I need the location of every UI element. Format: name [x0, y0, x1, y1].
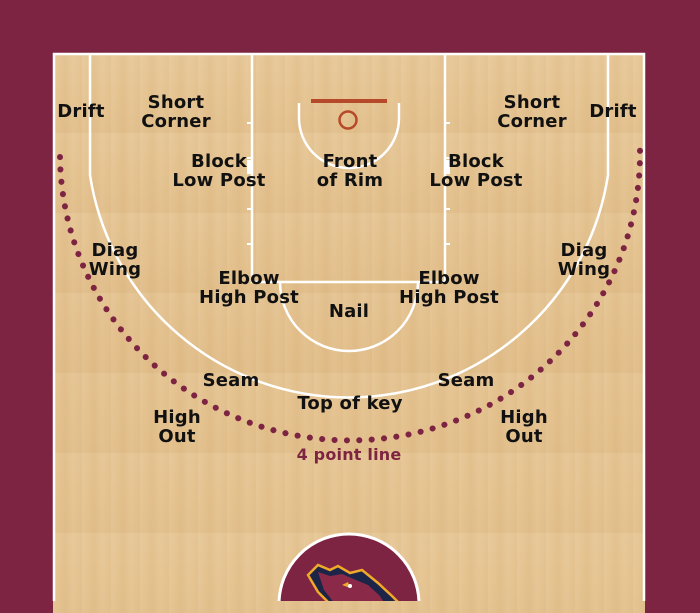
- label-diag-wing-right: Diag Wing: [557, 240, 611, 280]
- label-seam-right: Seam: [437, 370, 495, 391]
- label-diag-wing-left: Diag Wing: [88, 240, 142, 280]
- label-four-point-line: 4 point line: [296, 445, 402, 464]
- block-mark-right: [445, 160, 450, 174]
- label-elbow-high-post-left: Elbow High Post: [199, 268, 299, 308]
- label-block-low-post-left: Block Low Post: [172, 151, 266, 191]
- label-short-corner-right: Short Corner: [497, 92, 567, 132]
- free-throw-circle: [278, 281, 420, 353]
- three-point-line: [88, 55, 610, 399]
- label-seam-left: Seam: [202, 370, 260, 391]
- basketball-half-court: [53, 53, 645, 613]
- backboard: [311, 99, 387, 103]
- label-high-out-left: High Out: [153, 407, 201, 447]
- label-short-corner-left: Short Corner: [141, 92, 211, 132]
- label-high-out-right: High Out: [500, 407, 548, 447]
- label-drift-right: Drift: [589, 101, 637, 122]
- block-mark-left: [247, 160, 252, 174]
- label-top-of-key: Top of key: [297, 393, 403, 414]
- restricted-area-arc: [297, 103, 401, 170]
- center-court-logo: [277, 532, 421, 601]
- label-front-of-rim: Front of Rim: [316, 151, 384, 191]
- rim: [338, 110, 358, 130]
- court-boundary: [52, 52, 646, 601]
- label-block-low-post-right: Block Low Post: [429, 151, 523, 191]
- label-drift-left: Drift: [57, 101, 105, 122]
- label-nail: Nail: [328, 301, 370, 322]
- label-elbow-high-post-right: Elbow High Post: [399, 268, 499, 308]
